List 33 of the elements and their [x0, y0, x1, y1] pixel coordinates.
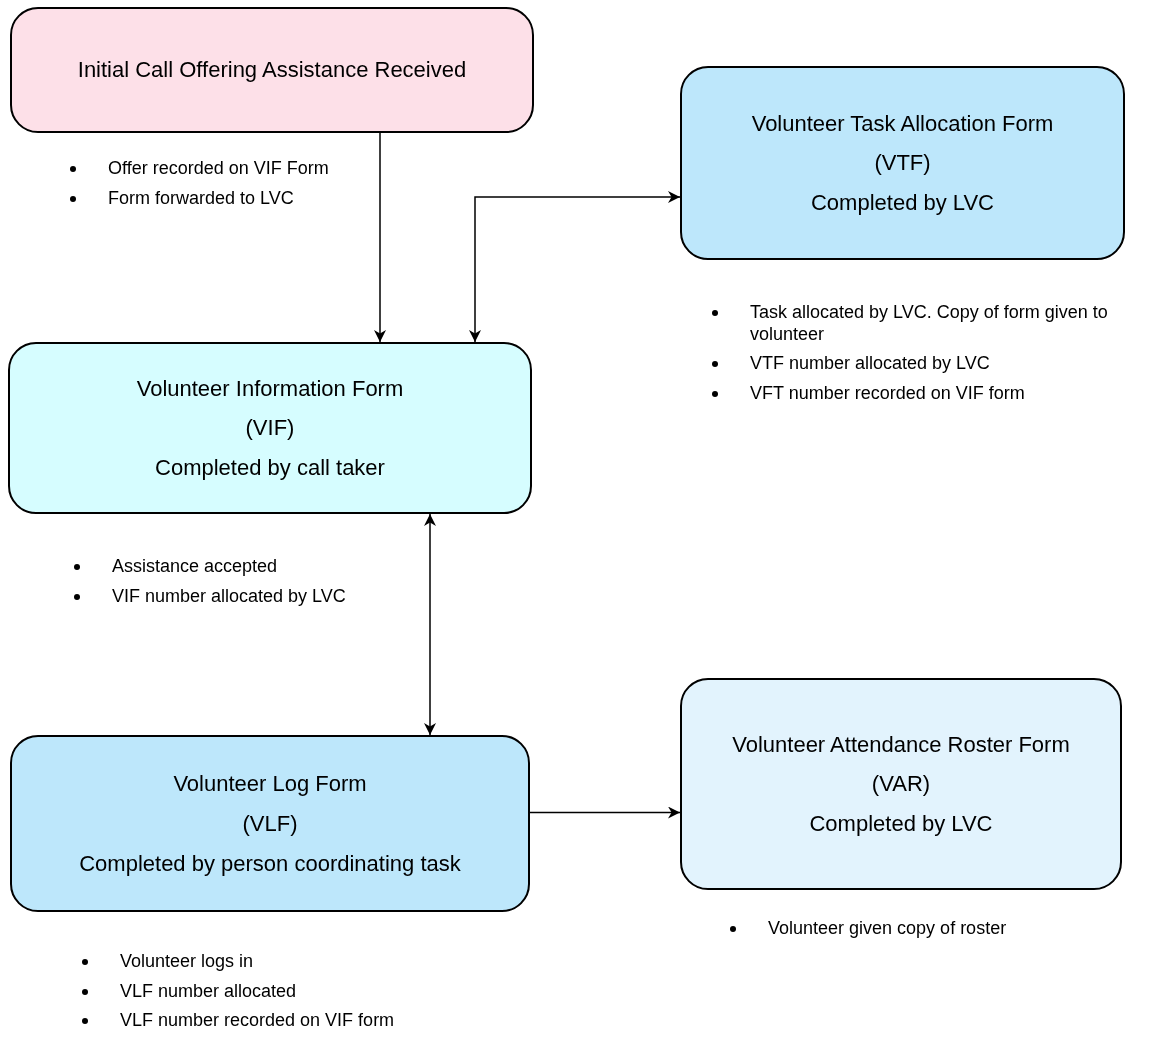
bullet-text: Task allocated by LVC. Copy of form given to volunteer [750, 302, 1108, 344]
process-box [10, 735, 530, 912]
arrow [469, 191, 681, 343]
form-code: (VAR) [871, 771, 931, 798]
bullet-text: Form forwarded to LVC [108, 187, 294, 208]
form-title: Initial Call Offering Assistance Received [77, 55, 467, 84]
bullet-text: VFT number recorded on VIF form [750, 382, 1025, 403]
bullet-text: VLF number recorded on VIF form [120, 1010, 395, 1031]
form-code: (VLF) [242, 810, 298, 837]
process-box [8, 342, 532, 514]
bullet-text: Offer recorded on VIF Form [108, 158, 329, 178]
bullet-text: VTF number allocated by LVC [750, 353, 990, 374]
bullet-text: VLF number allocated [120, 980, 297, 1001]
form-title: Volunteer Task Allocation Form [751, 109, 1054, 138]
form-title: Volunteer Information Form [136, 374, 404, 403]
form-note: Completed by call taker [155, 455, 385, 482]
form-code: (VTF) [874, 150, 931, 177]
bullet-text: VIF number allocated by LVC [112, 585, 346, 606]
arrow [424, 513, 436, 736]
process-box [10, 7, 534, 133]
bullet-text: Volunteer given copy of roster [768, 918, 1007, 938]
form-note: Completed by LVC [809, 811, 993, 838]
arrow [529, 806, 681, 819]
form-note: Completed by LVC [811, 190, 994, 217]
form-note: Completed by person coordinating task [79, 850, 461, 877]
form-title: Volunteer Log Form [173, 770, 367, 799]
arrow [374, 132, 386, 343]
form-title: Volunteer Attendance Roster Form [732, 730, 1070, 759]
process-box [680, 66, 1125, 260]
process-box [680, 678, 1122, 890]
form-code: (VIF) [245, 415, 295, 442]
bullet-text: Volunteer logs in [120, 951, 254, 971]
bullet-text: Assistance accepted [112, 556, 278, 576]
